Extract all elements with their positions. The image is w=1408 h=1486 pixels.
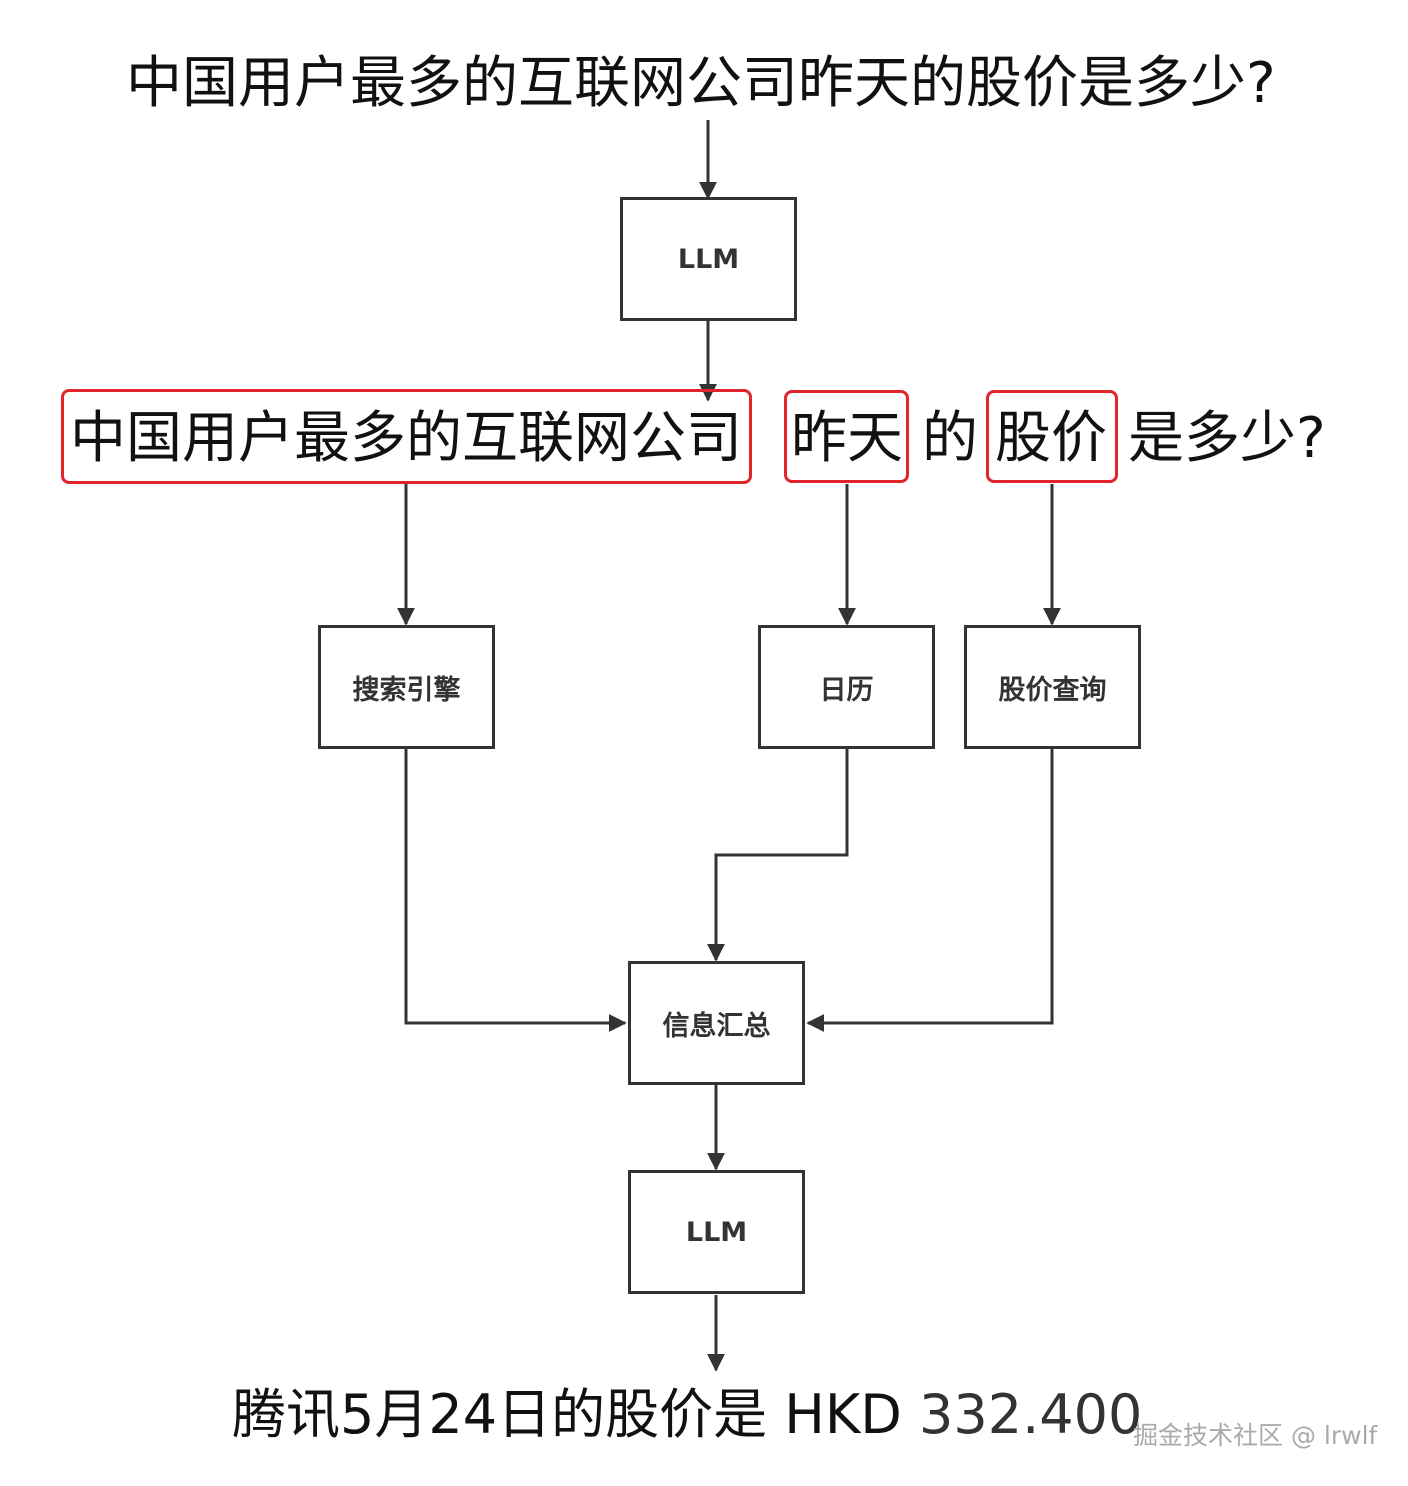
answer-value: 332.400 [919, 1383, 1143, 1446]
segment-company: 中国用户最多的互联网公司 [70, 406, 742, 471]
llm-top-node: LLM [620, 197, 797, 321]
segment-price: 股价 [995, 406, 1107, 471]
summary-node: 信息汇总 [628, 961, 805, 1085]
segment-tail: 是多少? [1128, 406, 1326, 471]
stock-query-label: 股价查询 [998, 674, 1107, 706]
highlight-date [784, 390, 909, 483]
search-engine-label: 搜索引擎 [352, 674, 461, 706]
calendar-node: 日历 [758, 625, 935, 749]
highlight-price [986, 390, 1118, 483]
answer-prefix: 腾讯5月24日的股价是 HKD [232, 1383, 902, 1446]
arrow-search-to-summary [404, 748, 627, 1032]
segment-particle: 的 [922, 406, 978, 471]
arrow-stock-to-summary [806, 748, 1054, 1032]
answer-text: 腾讯5月24日的股价是 HKD 332.400 [232, 1388, 1142, 1442]
llm-bottom-label: LLM [685, 1216, 748, 1248]
arrow-calendar-to-summary [707, 748, 849, 962]
watermark: 掘金技术社区 @ lrwlf [1133, 1421, 1378, 1450]
search-engine-node: 搜索引擎 [318, 625, 495, 749]
stock-query-node: 股价查询 [964, 625, 1141, 749]
llm-bottom-node: LLM [628, 1170, 805, 1294]
question-text: 中国用户最多的互联网公司昨天的股价是多少? [126, 51, 1276, 116]
llm-top-label: LLM [677, 243, 740, 275]
highlight-company [61, 389, 752, 484]
calendar-label: 日历 [819, 674, 874, 706]
summary-label: 信息汇总 [662, 1010, 771, 1042]
segment-date: 昨天 [791, 406, 903, 471]
